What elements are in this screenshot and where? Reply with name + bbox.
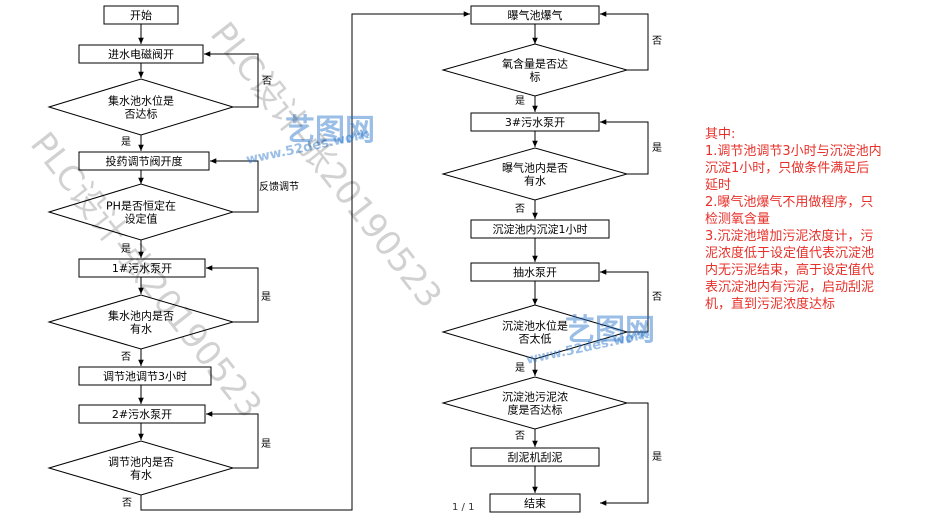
edge-label-no: 否	[652, 35, 662, 47]
sump-level-decision	[47, 78, 235, 136]
sludge-decision-label: 沉淀池污泥浓	[502, 390, 568, 404]
ph-decision-label: 设定值	[125, 212, 158, 226]
settle-level-decision	[441, 304, 629, 360]
edge-label-yes: 是	[261, 291, 271, 303]
scraper-node-label: 刮泥机刮泥	[508, 450, 563, 464]
notes-line: 泥浓度低于设定值代表沉淀池	[705, 246, 875, 261]
reg-water-decision	[47, 440, 235, 496]
notes-line: 延时	[705, 178, 732, 193]
edge-label-yes: 是	[652, 451, 662, 463]
valve-open-node	[78, 44, 204, 64]
sludge-decision	[441, 376, 629, 430]
edge-label-no: 否	[122, 497, 132, 509]
aeration-water-decision-label: 有水	[524, 174, 546, 188]
edge-label-no: 否	[262, 75, 272, 87]
dosing-valve-node-label: 投药调节阀开度	[106, 154, 183, 168]
settle-node-label: 沉淀池内沉淀1小时	[493, 222, 588, 236]
draw-pump-node	[470, 262, 600, 282]
reg-water-decision-label: 调节池内是否	[108, 455, 174, 469]
page-number: 1 / 1	[452, 502, 475, 513]
notes-line: 3.沉淀池增加污泥浓度计，污	[705, 229, 874, 244]
regulate-node	[78, 366, 212, 386]
oxygen-decision-label: 氧含量是否达	[502, 57, 568, 71]
flow-connector	[204, 51, 259, 108]
start-node	[103, 5, 179, 25]
end-node-label: 结束	[524, 497, 546, 510]
notes-line: 内无污泥结束，高于设定值代	[705, 263, 875, 278]
pump1-node-label: 1#污水泵开	[112, 262, 172, 275]
scraper-node	[470, 447, 600, 467]
regulate-node-label: 调节池调节3小时	[103, 370, 187, 383]
sump-water-decision-label: 集水池内是否	[108, 309, 174, 323]
edge-label-yes: 是	[515, 362, 525, 374]
edge-label-yes: 是	[121, 136, 131, 148]
aeration-node-label: 曝气池爆气	[508, 8, 563, 22]
start-node-label: 开始	[130, 8, 152, 22]
flow-connector	[600, 119, 649, 175]
sump-level-decision-label: 否达标	[125, 107, 158, 121]
end-node	[489, 493, 581, 513]
notes-line: 检测氧含量	[705, 212, 771, 227]
settle-node	[470, 219, 610, 239]
notes-line: 2.曝气池爆气不用做程序，只	[705, 195, 874, 210]
notes-line: 表沉淀池内有污泥，启动刮泥	[705, 280, 875, 295]
settle-level-decision-label: 沉淀池水位是	[502, 319, 568, 333]
edge-label-yes: 是	[652, 142, 662, 154]
flow-connector	[600, 11, 649, 71]
edge-label-no: 否	[515, 430, 525, 442]
aeration-node	[470, 5, 600, 25]
sump-water-decision-label: 有水	[130, 322, 152, 336]
pump1-node	[78, 258, 206, 278]
notes-line: 1.调节池调节3小时与沉淀池内	[705, 144, 882, 159]
dosing-valve-node	[78, 151, 210, 171]
ph-decision	[47, 183, 235, 241]
edge-label-no: 否	[652, 291, 662, 303]
valve-open-node-label: 进水电磁阀开	[108, 47, 174, 61]
notes-line: 机，直到污泥浓度达标	[705, 297, 836, 312]
edge-label-yes: 是	[515, 95, 525, 107]
flow-connector	[206, 265, 259, 323]
ph-decision-label: PH是否恒定在	[106, 199, 176, 213]
reg-water-decision-label: 有水	[130, 468, 152, 482]
pump2-node-label: 2#污水泵开	[112, 408, 172, 421]
oxygen-decision-label: 标	[530, 70, 541, 84]
edge-label-yes: 是	[121, 243, 131, 255]
settle-level-decision-label: 否太低	[519, 333, 552, 346]
aeration-water-decision-label: 曝气池内是否	[502, 161, 568, 175]
flow-connector	[600, 269, 649, 333]
edge-label-no: 否	[515, 203, 525, 215]
notes-panel: 其中: 1.调节池调节3小时与沉淀池内 沉淀1小时，只做条件满足后 延时 2.曝…	[705, 126, 915, 313]
sump-level-decision-label: 集水池水位是	[108, 94, 174, 108]
sump-water-decision	[47, 294, 235, 350]
notes-heading: 其中:	[705, 127, 736, 142]
edge-label-no: 否	[121, 351, 131, 363]
edge-label-feedback: 反馈调节	[259, 180, 299, 193]
flow-connector	[206, 411, 259, 469]
flow-connector	[600, 402, 649, 506]
sludge-decision-label: 度是否达标	[508, 403, 563, 417]
edge-label-yes: 是	[261, 438, 271, 450]
draw-pump-node-label: 抽水泵开	[513, 265, 557, 279]
aeration-water-decision	[441, 147, 629, 201]
flow-connector	[210, 158, 259, 213]
oxygen-decision	[441, 43, 629, 97]
pump2-node	[78, 404, 206, 424]
notes-line: 沉淀1小时，只做条件满足后	[705, 161, 870, 176]
cross-column-connector	[140, 11, 470, 511]
pump3-node-label: 3#污水泵开	[505, 116, 565, 129]
pump3-node	[470, 112, 600, 132]
